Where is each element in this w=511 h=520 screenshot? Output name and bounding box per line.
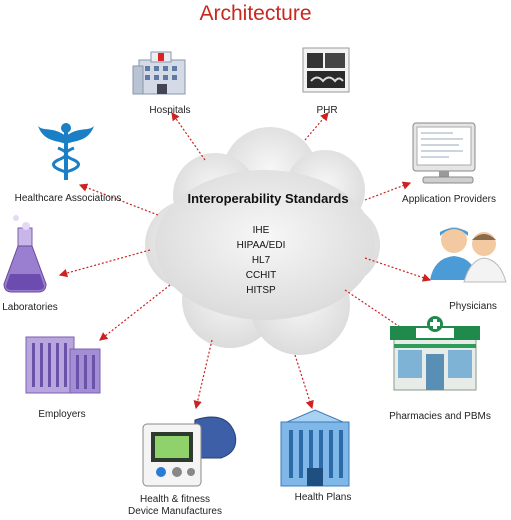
office-building-icon [25,336,101,394]
label-device-line1: Health & fitness [139,494,211,505]
arrow-application-providers [364,181,412,201]
xray-document-icon [302,47,350,93]
computer-monitor-icon [412,122,476,184]
arrow-pharmacies [344,289,413,336]
arrow-device [193,339,213,410]
pharmacy-store-icon [390,316,480,391]
physicians-icon [430,227,507,283]
caduceus-icon [38,123,94,180]
arrow-health-plans [294,354,314,410]
standard-item: HIPAA/EDI [236,240,286,251]
standard-item: HITSP [246,285,276,296]
cloud-title: Interoperability Standards [187,191,349,206]
label-pharmacies: Pharmacies and PBMs [389,411,491,422]
label-laboratories: Laboratories [2,302,58,313]
label-phr: PHR [316,105,338,116]
label-device-line2: Device Manufactures [128,506,222,517]
arrow-physicians [364,257,432,282]
arrow-hospitals [171,112,206,161]
cloud-shape [145,127,380,355]
standard-item: IHE [252,225,270,236]
arrow-laboratories [58,249,151,278]
arrow-phr [304,112,329,141]
standard-item: CCHIT [245,270,277,281]
label-hospitals: Hospitals [149,105,191,116]
arrow-healthcare-associations [78,183,159,216]
standard-item: HL7 [251,255,271,266]
label-physicians: Physicians [449,301,497,312]
diagram-title: Architecture [199,2,312,25]
label-healthcare-associations: Healthcare Associations [14,193,122,204]
arrow-employers [99,284,171,341]
label-health-plans: Health Plans [294,492,352,503]
label-employers: Employers [38,409,86,420]
hospital-icon [132,51,186,95]
health-plans-building-icon [280,409,350,487]
label-application-providers: Application Providers [402,194,496,205]
lab-flask-icon [3,215,47,293]
blood-pressure-monitor-icon [142,416,237,487]
